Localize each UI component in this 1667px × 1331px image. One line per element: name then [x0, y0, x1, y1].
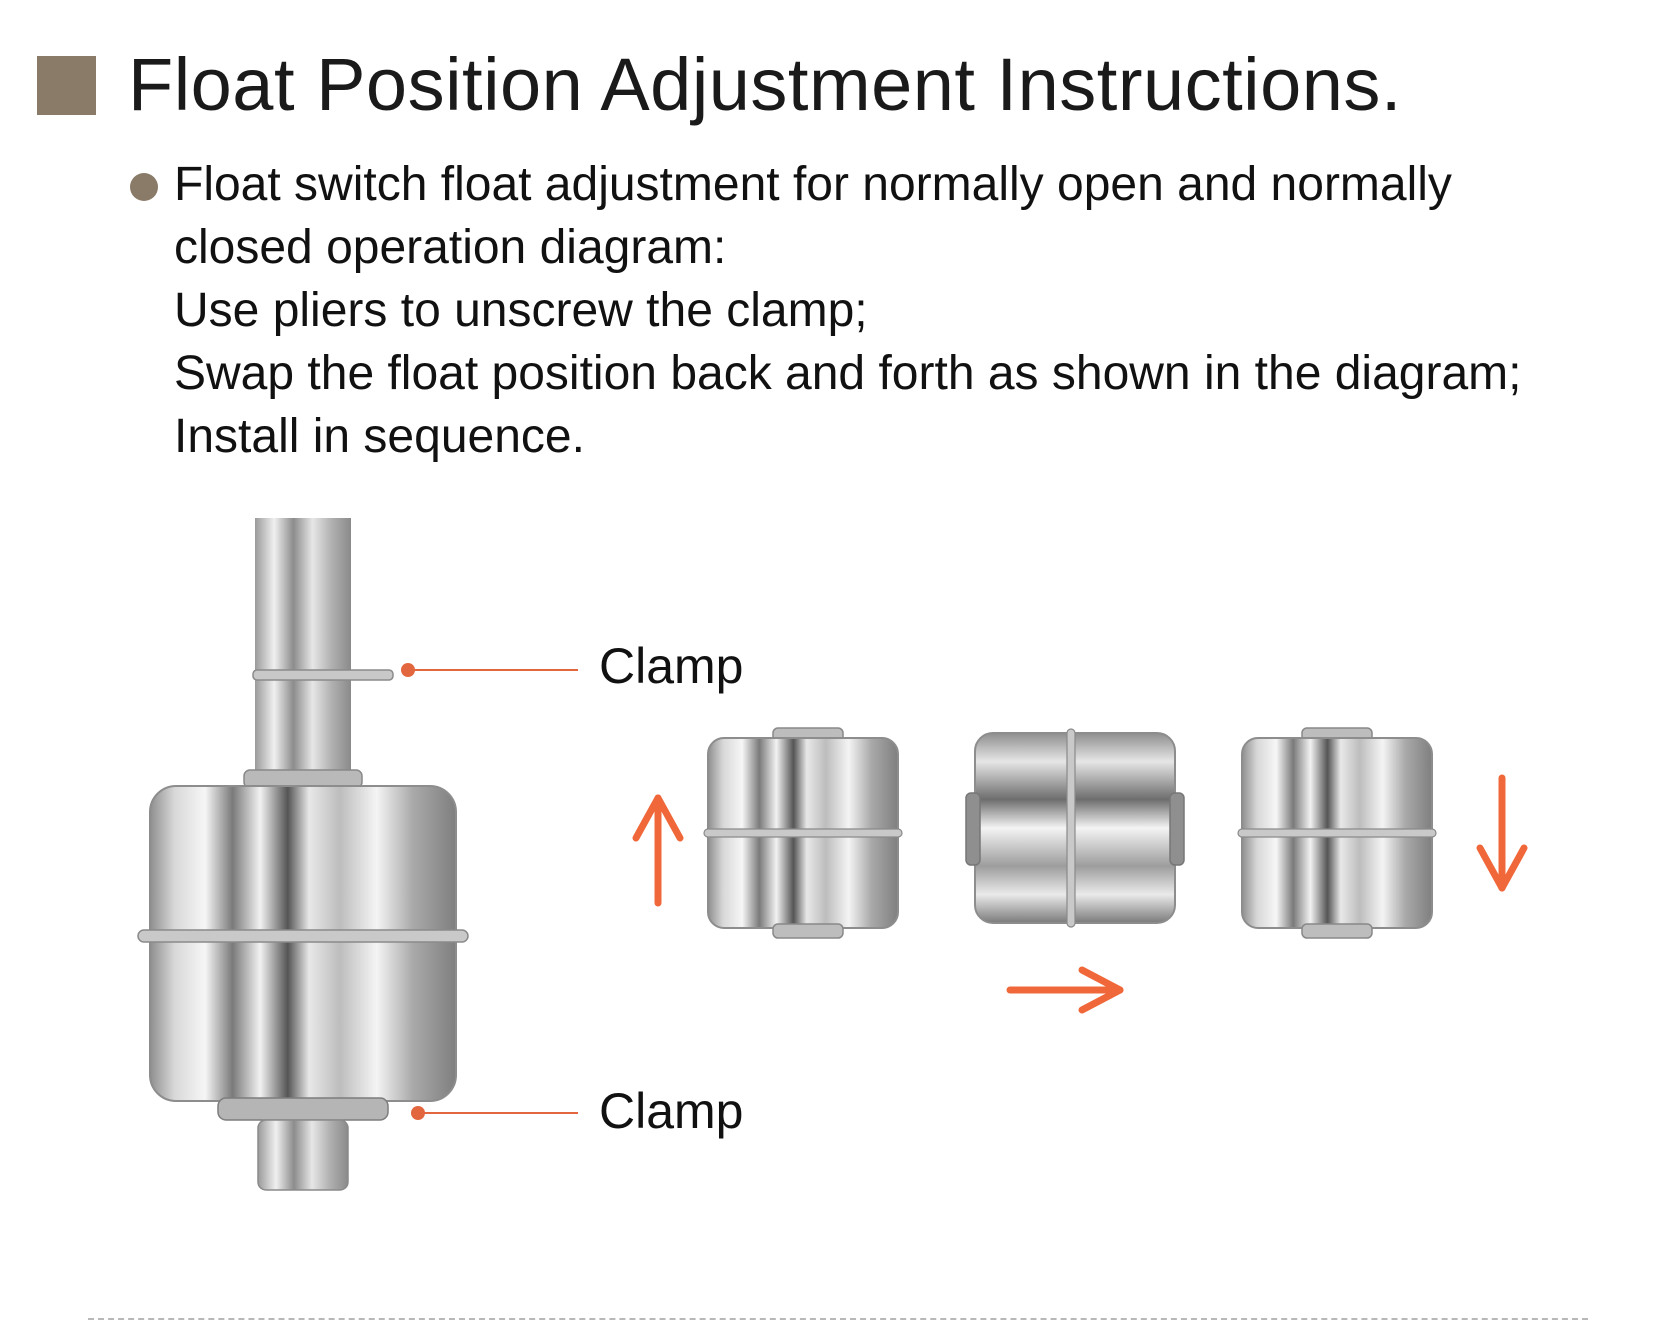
title-square-icon [37, 55, 96, 115]
float-sideways [965, 728, 1185, 928]
page-title: Float Position Adjustment Instructions. [128, 43, 1402, 126]
bottom-divider [88, 1318, 1588, 1320]
main-float-assembly [137, 518, 469, 1191]
main-float-body [149, 785, 457, 1102]
clamp-bottom-callout: Clamp [411, 1083, 743, 1139]
down-arrow-icon [1476, 774, 1528, 892]
stem-rod [255, 518, 351, 776]
instruction-line-2: closed operation diagram: [174, 221, 727, 274]
instruction-text: Float switch float adjustment for normal… [174, 153, 1658, 468]
instruction-line-4: Swap the float position back and forth a… [174, 347, 1522, 400]
instruction-line-1: Float switch float adjustment for normal… [174, 158, 1452, 211]
bottom-clamp-ring [217, 1097, 389, 1121]
instruction-line-3: Use pliers to unscrew the clamp; [174, 284, 868, 337]
title-row: Float Position Adjustment Instructions. [37, 48, 1402, 122]
right-arrow-icon [1006, 966, 1124, 1014]
top-clamp-ring [252, 669, 394, 681]
clamp-top-label: Clamp [599, 638, 743, 694]
clamp-bottom-label: Clamp [599, 1083, 743, 1139]
up-arrow-icon [632, 794, 684, 907]
float-flipped [1237, 727, 1437, 939]
float-seam [137, 929, 469, 943]
instruction-bullet: Float switch float adjustment for normal… [128, 153, 1658, 468]
instruction-line-5: Install in sequence. [174, 410, 585, 463]
bullet-dot-icon [130, 173, 158, 201]
clamp-top-callout: Clamp [401, 638, 743, 694]
float-upright [703, 727, 903, 939]
stem-bottom [257, 1119, 349, 1191]
